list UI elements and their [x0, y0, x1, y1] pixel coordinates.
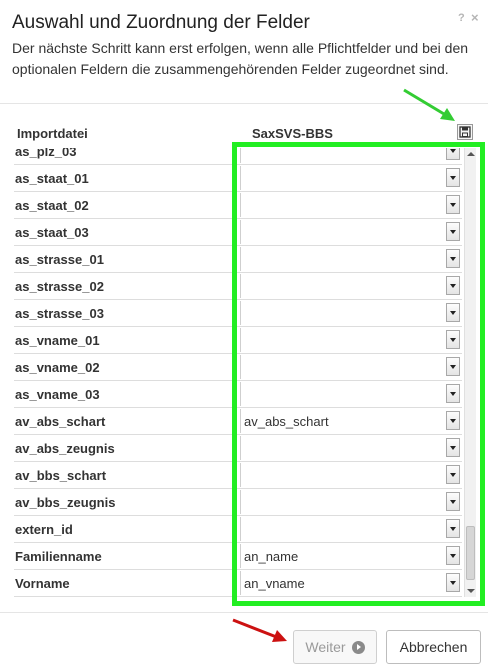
table-row: av_bbs_schart [14, 462, 462, 489]
red-arrow-icon [232, 618, 287, 642]
chevron-down-icon[interactable] [446, 276, 460, 295]
table-row: av_bbs_zeugnis [14, 489, 462, 516]
table-row: as_plz_03 [14, 148, 462, 165]
scrollbar-thumb[interactable] [466, 526, 475, 580]
import-field-name: as_vname_01 [15, 333, 100, 348]
footer-divider [0, 612, 488, 613]
abbrechen-button[interactable]: Abbrechen [386, 630, 481, 664]
chevron-down-icon[interactable] [446, 148, 460, 160]
import-field-name: as_strasse_01 [15, 252, 104, 267]
import-field-name: as_vname_03 [15, 387, 100, 402]
arrow-right-circle-icon [351, 640, 365, 654]
target-field-select[interactable] [240, 436, 460, 460]
chevron-down-icon[interactable] [446, 384, 460, 403]
import-field-name: av_abs_zeugnis [15, 441, 115, 456]
column-header-target: SaxSVS-BBS [252, 126, 333, 141]
import-field-name: Vorname [15, 576, 70, 591]
import-field-name: as_strasse_02 [15, 279, 104, 294]
target-field-select[interactable] [240, 517, 460, 541]
table-row: av_abs_zeugnis [14, 435, 462, 462]
target-field-value: an_vname [244, 576, 305, 591]
help-icon[interactable]: ? [458, 12, 465, 24]
target-field-select[interactable] [240, 328, 460, 352]
table-row: av_abs_schart av_abs_schart [14, 408, 462, 435]
green-arrow-icon [403, 88, 455, 121]
dialog-title: Auswahl und Zuordnung der Felder [12, 12, 310, 33]
target-field-select[interactable] [240, 301, 460, 325]
target-field-select[interactable]: an_name [240, 544, 460, 568]
import-field-name: av_abs_schart [15, 414, 106, 429]
dialog-description: Der nächste Schritt kann erst erfolgen, … [12, 40, 469, 77]
table-row: Vorname an_vname [14, 570, 462, 597]
target-field-select[interactable] [240, 490, 460, 514]
import-field-name: as_strasse_03 [15, 306, 104, 321]
table-row: as_strasse_01 [14, 246, 462, 273]
chevron-down-icon[interactable] [446, 492, 460, 511]
import-field-name: as_staat_02 [15, 198, 89, 213]
target-field-select[interactable] [240, 247, 460, 271]
import-field-name: av_bbs_schart [15, 468, 107, 483]
import-field-name: as_vname_02 [15, 360, 100, 375]
target-field-value: av_abs_schart [244, 414, 329, 429]
scroll-down-icon[interactable] [467, 589, 475, 593]
mapping-table: as_plz_03 as_staat_01 as_staat_02 as_staat_… [14, 148, 476, 597]
target-field-select[interactable]: an_vname [240, 571, 460, 595]
target-field-select[interactable] [240, 166, 460, 190]
target-field-select[interactable] [240, 382, 460, 406]
mapping-rows: as_plz_03 as_staat_01 as_staat_02 as_staat_… [14, 148, 462, 597]
target-field-select[interactable] [240, 274, 460, 298]
weiter-label: Weiter [305, 639, 346, 655]
target-field-select[interactable]: av_abs_schart [240, 409, 460, 433]
target-field-select[interactable] [240, 193, 460, 217]
scroll-up-icon[interactable] [467, 152, 475, 156]
save-icon[interactable] [457, 124, 473, 140]
table-row: as_staat_02 [14, 192, 462, 219]
chevron-down-icon[interactable] [446, 357, 460, 376]
chevron-down-icon[interactable] [446, 195, 460, 214]
table-row: as_vname_02 [14, 354, 462, 381]
chevron-down-icon[interactable] [446, 573, 460, 592]
chevron-down-icon[interactable] [446, 465, 460, 484]
chevron-down-icon[interactable] [446, 330, 460, 349]
chevron-down-icon[interactable] [446, 222, 460, 241]
table-row: extern_id [14, 516, 462, 543]
import-field-name: as_staat_03 [15, 225, 89, 240]
chevron-down-icon[interactable] [446, 411, 460, 430]
abbrechen-label: Abbrechen [399, 639, 468, 655]
weiter-button[interactable]: Weiter [293, 630, 377, 664]
chevron-down-icon[interactable] [446, 519, 460, 538]
chevron-down-icon[interactable] [446, 438, 460, 457]
table-row: as_vname_03 [14, 381, 462, 408]
target-field-select[interactable] [240, 148, 460, 163]
chevron-down-icon[interactable] [446, 546, 460, 565]
table-row: as_staat_01 [14, 165, 462, 192]
table-row: Familienname an_name [14, 543, 462, 570]
import-field-name: as_staat_01 [15, 171, 89, 186]
column-header-import: Importdatei [17, 126, 88, 141]
import-field-name: as_plz_03 [15, 148, 77, 159]
import-field-name: av_bbs_zeugnis [15, 495, 116, 510]
target-field-select[interactable] [240, 220, 460, 244]
target-field-select[interactable] [240, 463, 460, 487]
highlight-box [232, 142, 485, 606]
import-field-name: Familienname [15, 549, 102, 564]
chevron-down-icon[interactable] [446, 303, 460, 322]
table-row: as_vname_01 [14, 327, 462, 354]
target-field-value: an_name [244, 549, 299, 564]
table-row: as_strasse_03 [14, 300, 462, 327]
close-icon[interactable]: × [471, 10, 479, 25]
chevron-down-icon[interactable] [446, 168, 460, 187]
chevron-down-icon[interactable] [446, 249, 460, 268]
table-row: as_staat_03 [14, 219, 462, 246]
vertical-scrollbar[interactable] [464, 148, 476, 597]
table-row: as_strasse_02 [14, 273, 462, 300]
target-field-select[interactable] [240, 355, 460, 379]
header-divider [0, 103, 488, 104]
import-field-name: extern_id [15, 522, 73, 537]
